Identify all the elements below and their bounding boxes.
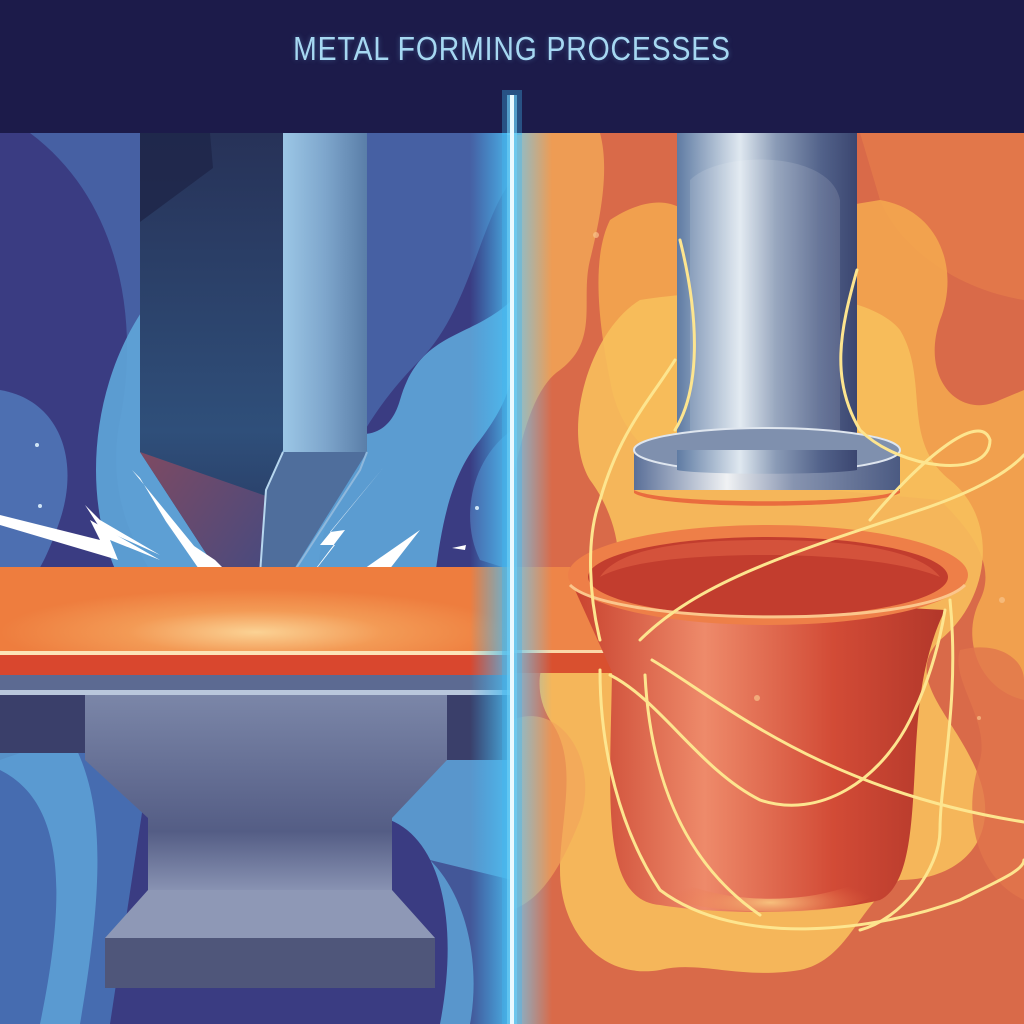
heat-waves bbox=[589, 238, 1024, 932]
left-panel bbox=[0, 133, 512, 1024]
sheet-metal-left bbox=[0, 567, 512, 675]
sparkle-dots bbox=[593, 232, 1005, 720]
right-panel bbox=[512, 133, 1024, 1024]
page-title: METAL FORMING PROCESSES bbox=[293, 30, 731, 67]
anvil bbox=[0, 675, 512, 988]
press-ram bbox=[633, 133, 901, 506]
header-bar: METAL FORMING PROCESSES bbox=[0, 0, 1024, 133]
center-divider bbox=[502, 90, 522, 1024]
